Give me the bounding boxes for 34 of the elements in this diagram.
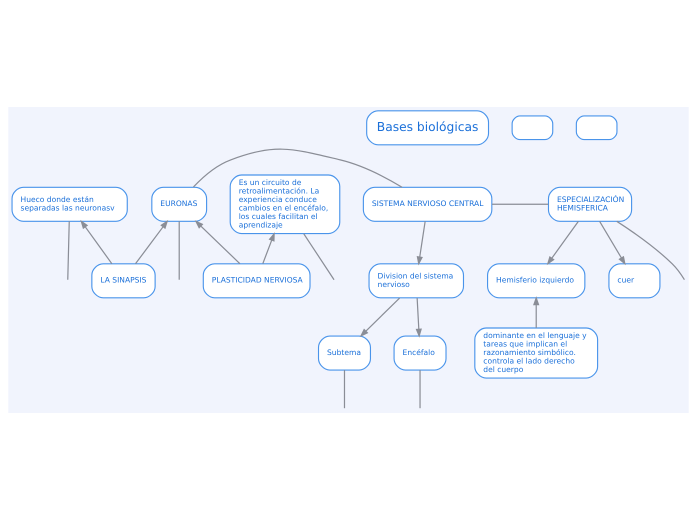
arrow bbox=[599, 221, 626, 266]
connector bbox=[303, 234, 335, 280]
arrow bbox=[194, 220, 240, 264]
node-box bbox=[576, 115, 618, 140]
node-box: LA SINAPSIS bbox=[91, 263, 156, 298]
connector bbox=[178, 221, 180, 280]
node-box bbox=[512, 115, 554, 140]
arrow bbox=[416, 221, 426, 266]
arrow bbox=[533, 296, 540, 328]
node-box: Es un circuito de retroalimentación. La experiencia conduce cambios en el encéfalo, los cuales facilitan el aprendizaje bbox=[230, 174, 340, 234]
arrow bbox=[80, 220, 112, 264]
node-box: Hemisferio izquierdo bbox=[487, 263, 586, 298]
node-box: Encéfalo bbox=[394, 335, 447, 371]
arrow bbox=[546, 221, 579, 266]
node-box: dominante en el lenguaje y tareas que implican el razonamiento simbólico. controla el lado derecho del cuerpo bbox=[474, 327, 598, 379]
connector bbox=[419, 370, 421, 408]
connector bbox=[344, 370, 346, 408]
node-box: Subtema bbox=[318, 335, 372, 371]
node-box: Hueco donde están separadas las neuronasv bbox=[11, 186, 128, 222]
node-box: ESPECIALIZACIÓN HEMISFERICA bbox=[548, 186, 632, 222]
node-box: cuer bbox=[608, 263, 660, 298]
arrow bbox=[135, 220, 168, 264]
connector bbox=[616, 220, 685, 280]
arrow bbox=[360, 298, 400, 338]
node-box: Division del sistema nervioso bbox=[368, 263, 464, 298]
connector bbox=[67, 221, 70, 280]
arrow bbox=[416, 298, 422, 338]
connector bbox=[492, 204, 548, 205]
node-box: EURONAS bbox=[151, 186, 208, 222]
node-box: PLASTICIDAD NERVIOSA bbox=[202, 263, 311, 298]
arrow bbox=[262, 232, 275, 264]
node-box: SISTEMA NERVIOSO CENTRAL bbox=[362, 186, 492, 222]
connector bbox=[193, 148, 402, 188]
node-box: Bases biológicas bbox=[366, 110, 490, 146]
